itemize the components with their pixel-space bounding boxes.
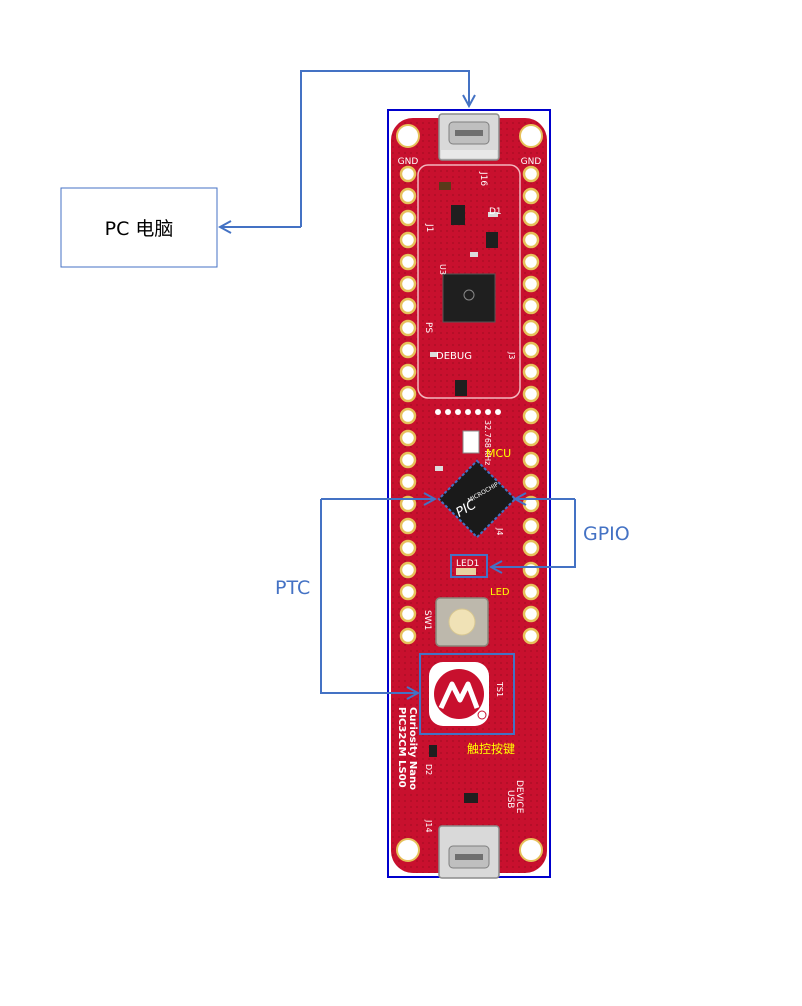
silk-j4: J4 bbox=[495, 527, 504, 535]
mcu-chip: MICROCHIP PIC bbox=[437, 459, 517, 539]
pin-hole bbox=[522, 319, 540, 337]
silk-led1: LED1 bbox=[456, 559, 479, 569]
pin-hole bbox=[399, 341, 417, 359]
silk-gnd-left: GND bbox=[398, 157, 419, 167]
pin-hole bbox=[522, 165, 540, 183]
pin-hole bbox=[522, 605, 540, 623]
pin-hole bbox=[399, 605, 417, 623]
left-pin-header bbox=[399, 165, 417, 645]
pin-hole bbox=[522, 561, 540, 579]
pin-hole bbox=[522, 539, 540, 557]
pin-hole bbox=[522, 407, 540, 425]
pin-hole bbox=[522, 187, 540, 205]
pin-hole bbox=[399, 187, 417, 205]
pin-hole bbox=[399, 363, 417, 381]
silk-j3: J3 bbox=[507, 351, 516, 359]
pin-hole bbox=[399, 275, 417, 293]
gpio-connector: GPIO bbox=[491, 499, 630, 567]
pin-hole bbox=[522, 517, 540, 535]
ptc-connector: PTC bbox=[275, 499, 435, 693]
silk-ps: PS bbox=[423, 322, 433, 333]
pin-hole bbox=[522, 209, 540, 227]
pin-hole bbox=[399, 385, 417, 403]
silk-device-usb-1: DEVICE bbox=[514, 780, 524, 814]
pin-hole bbox=[522, 627, 540, 645]
pin-hole bbox=[522, 363, 540, 381]
gpio-label: GPIO bbox=[583, 523, 630, 545]
annotation-mcu: MCU bbox=[486, 447, 511, 460]
pin-hole bbox=[522, 253, 540, 271]
silk-ts1: TS1 bbox=[495, 681, 504, 697]
annotation-led: LED bbox=[490, 587, 510, 598]
test-points bbox=[435, 409, 501, 415]
usb-connector-bottom-icon bbox=[438, 825, 500, 879]
usb-connector-top-icon bbox=[438, 113, 500, 161]
silk-j14: J14 bbox=[424, 819, 433, 833]
pin-hole bbox=[522, 341, 540, 359]
pin-hole bbox=[399, 209, 417, 227]
annotation-touch-button: 触控按键 bbox=[467, 742, 515, 756]
pin-hole bbox=[399, 495, 417, 513]
led1-component bbox=[450, 554, 488, 578]
pin-hole bbox=[399, 231, 417, 249]
silk-device-usb-2: USB bbox=[505, 790, 515, 808]
debugger-chip-icon bbox=[442, 273, 496, 323]
mounting-holes bbox=[396, 124, 543, 862]
curiosity-nano-board: MICROCHIP PIC GND GND J bbox=[387, 109, 551, 879]
pin-hole bbox=[399, 429, 417, 447]
silk-sw1: SW1 bbox=[422, 610, 432, 630]
pin-hole bbox=[399, 165, 417, 183]
touch-button bbox=[419, 653, 515, 735]
debugger-outline bbox=[417, 164, 521, 399]
silk-d2: D2 bbox=[424, 764, 433, 775]
pin-hole bbox=[522, 385, 540, 403]
pin-hole bbox=[522, 451, 540, 469]
pin-hole bbox=[522, 231, 540, 249]
pin-hole bbox=[399, 583, 417, 601]
pin-hole bbox=[399, 517, 417, 535]
pin-hole bbox=[522, 297, 540, 315]
silk-u3: U3 bbox=[438, 264, 447, 275]
pin-hole bbox=[399, 253, 417, 271]
ptc-label: PTC bbox=[275, 577, 310, 599]
silk-board-name-2: Curiosity Nano bbox=[407, 707, 418, 790]
right-pin-header bbox=[522, 165, 540, 645]
pin-hole bbox=[399, 627, 417, 645]
pc-box: PC 电脑 bbox=[60, 187, 218, 268]
pin-hole bbox=[522, 473, 540, 491]
pin-hole bbox=[399, 451, 417, 469]
silk-d1: D1 bbox=[489, 207, 502, 217]
pin-hole bbox=[522, 429, 540, 447]
sw1-push-button bbox=[435, 597, 489, 647]
pin-hole bbox=[399, 319, 417, 337]
silk-gnd-right: GND bbox=[521, 157, 542, 167]
pc-label: PC 电脑 bbox=[105, 218, 174, 240]
pin-hole bbox=[399, 297, 417, 315]
pc-usb-connector bbox=[220, 70, 469, 227]
pin-hole bbox=[399, 407, 417, 425]
silk-board-name-1: PIC32CM LS00 bbox=[396, 707, 407, 788]
silk-crystal: 32.768 kHz bbox=[483, 420, 492, 465]
smd-components bbox=[429, 182, 498, 803]
pin-hole bbox=[522, 275, 540, 293]
pin-hole bbox=[399, 561, 417, 579]
silk-debug: DEBUG bbox=[436, 351, 472, 362]
pin-hole bbox=[399, 539, 417, 557]
silk-j16: J16 bbox=[478, 171, 488, 186]
pin-hole bbox=[522, 583, 540, 601]
silk-j1: J1 bbox=[424, 223, 434, 232]
pin-hole bbox=[399, 473, 417, 491]
